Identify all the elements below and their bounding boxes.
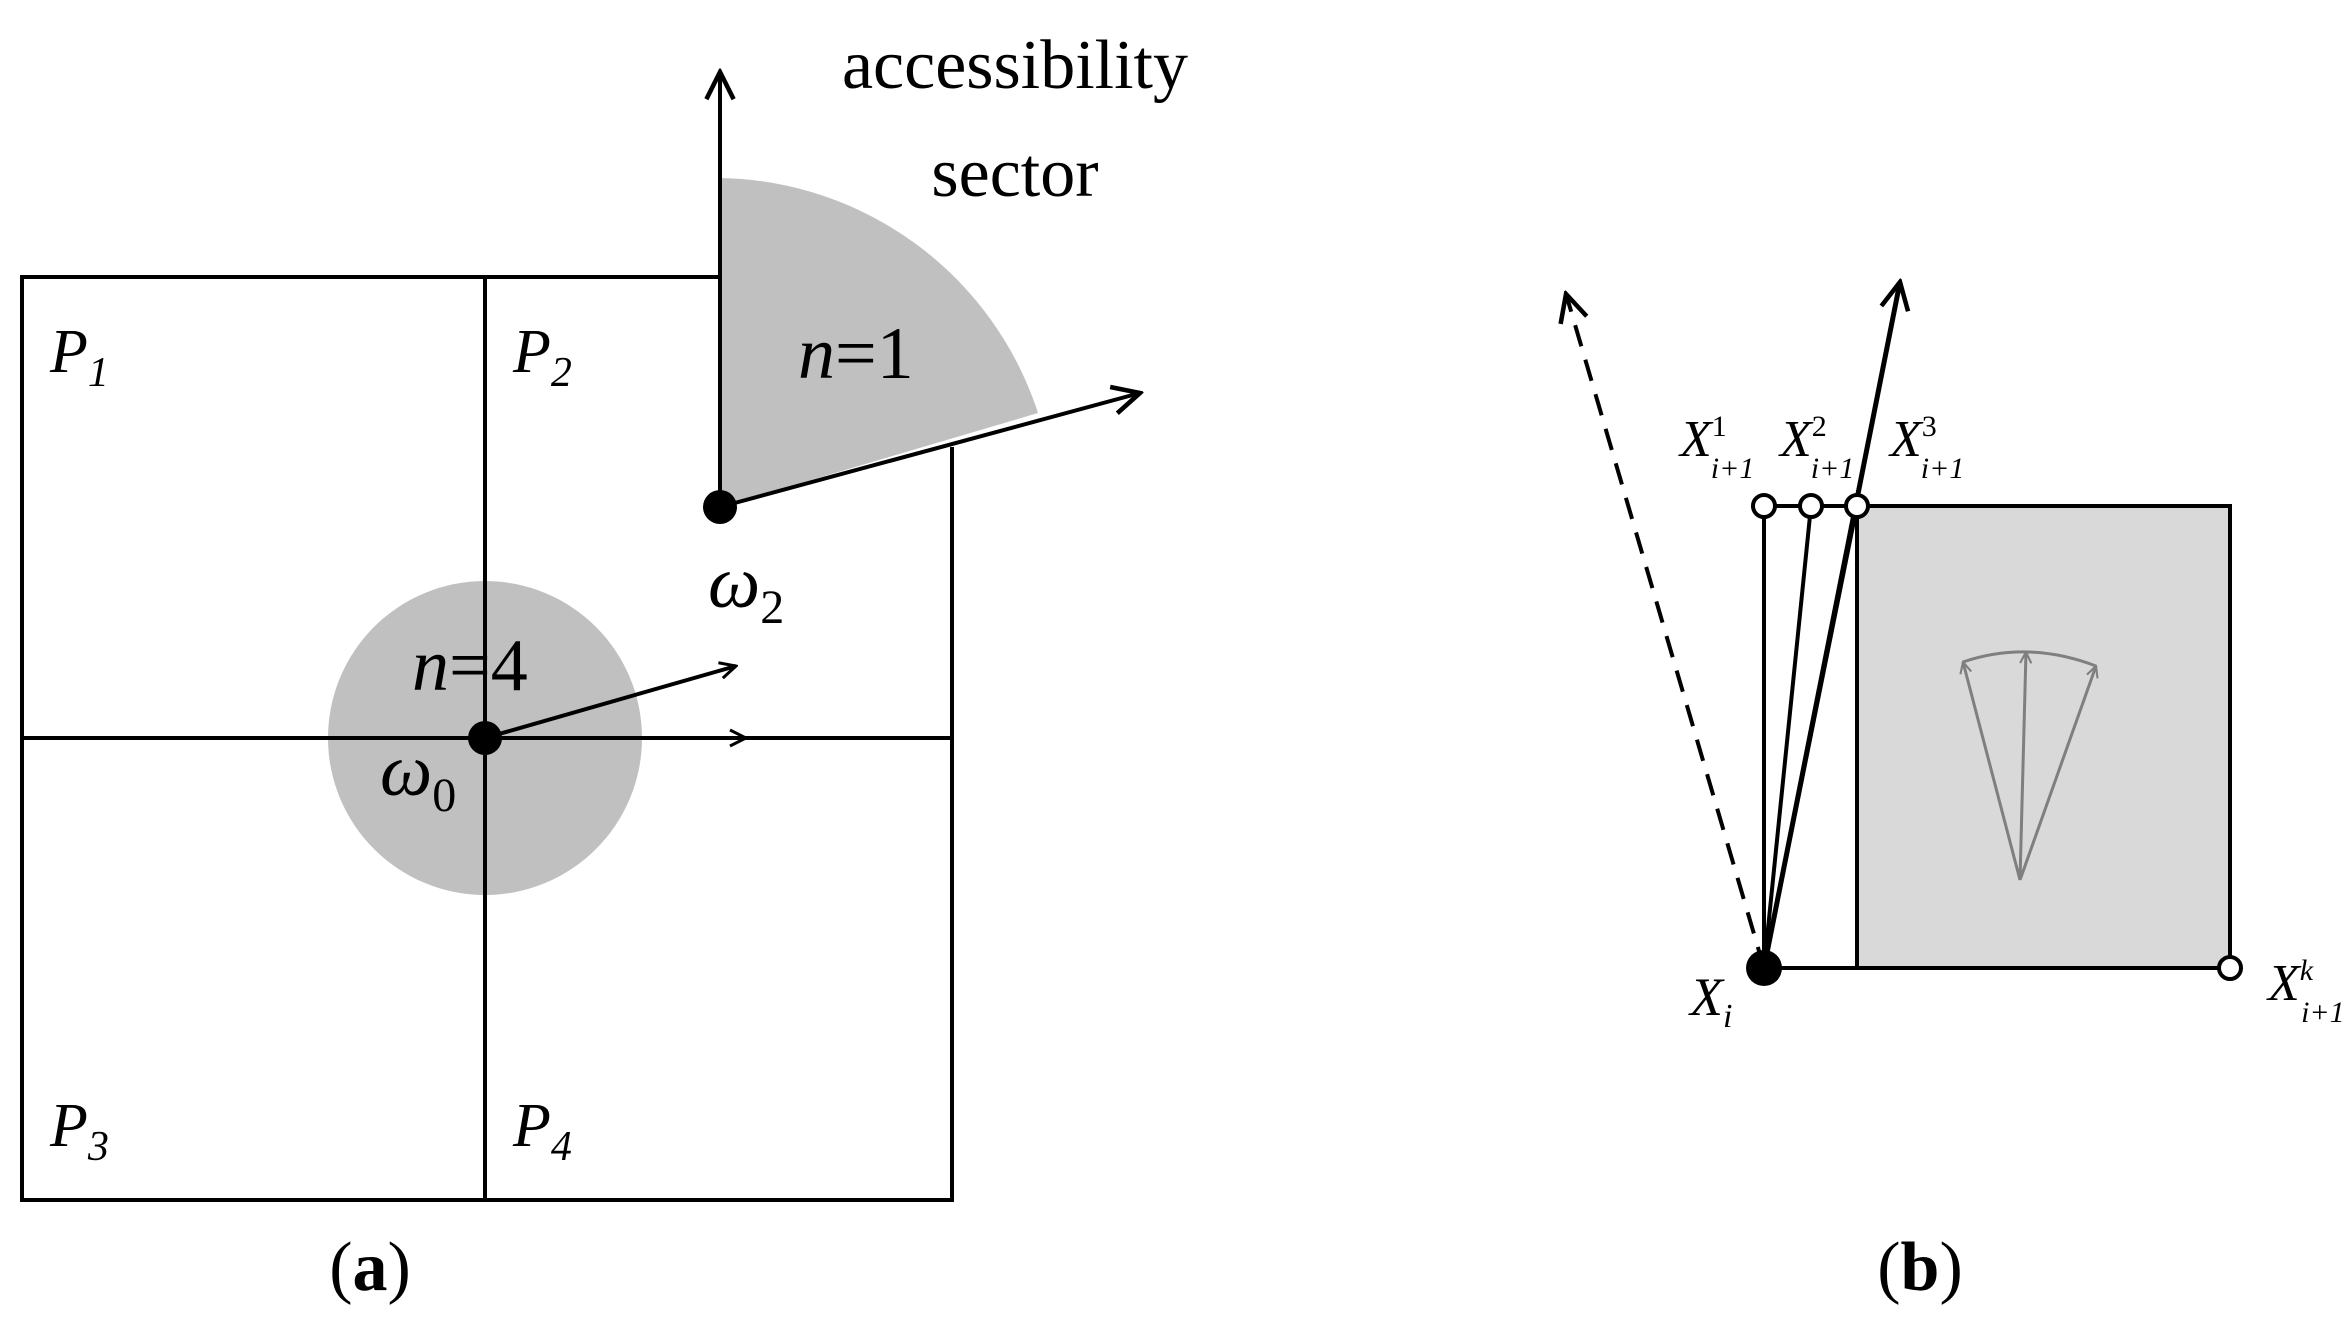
sector-n-label: n=1 xyxy=(798,313,914,395)
sector-boundary-arrow xyxy=(719,393,1140,509)
xi-point xyxy=(1746,950,1782,986)
omega0-angled-arrow xyxy=(484,666,736,740)
x1-point xyxy=(1751,493,1777,519)
x3-point xyxy=(1844,493,1870,519)
omega0-point xyxy=(468,721,502,755)
fan-arrow-right xyxy=(2018,666,2096,881)
ray-to-x1 xyxy=(1762,505,1813,969)
dashed-ray xyxy=(1566,294,1766,969)
panel-a: accessibility sector P1 P2 P3 P4 n=1 n=4… xyxy=(20,27,1188,1306)
fan-arrow-center xyxy=(2018,652,2026,881)
xi-label: Xi xyxy=(1688,967,1732,1035)
accessibility-label: accessibility xyxy=(842,27,1188,104)
accessibility-sector-region xyxy=(720,178,1038,507)
xk-point xyxy=(2217,955,2243,981)
fan-arc xyxy=(1962,650,2097,668)
caption-b: (b) xyxy=(1877,1229,1963,1306)
circle-n-label: n=4 xyxy=(412,625,528,707)
caption-a: (a) xyxy=(329,1229,411,1306)
cell-label-p4: P4 xyxy=(512,1092,572,1170)
omega0-label: ω0 xyxy=(380,730,456,822)
cell-p2 xyxy=(483,275,720,738)
x2-point xyxy=(1798,493,1824,519)
cell-label-p1: P1 xyxy=(49,318,109,396)
sector-label: sector xyxy=(931,135,1098,212)
cell-label-p3: P3 xyxy=(49,1092,109,1170)
fan-arrow-left xyxy=(1963,662,2022,881)
cell-label-p2: P2 xyxy=(512,318,572,396)
omega2-point xyxy=(703,490,737,524)
reachable-square xyxy=(1855,504,2232,970)
inner-fan xyxy=(1962,650,2097,881)
boundary-ray xyxy=(1761,282,1900,969)
omega2-label: ω2 xyxy=(708,542,784,634)
